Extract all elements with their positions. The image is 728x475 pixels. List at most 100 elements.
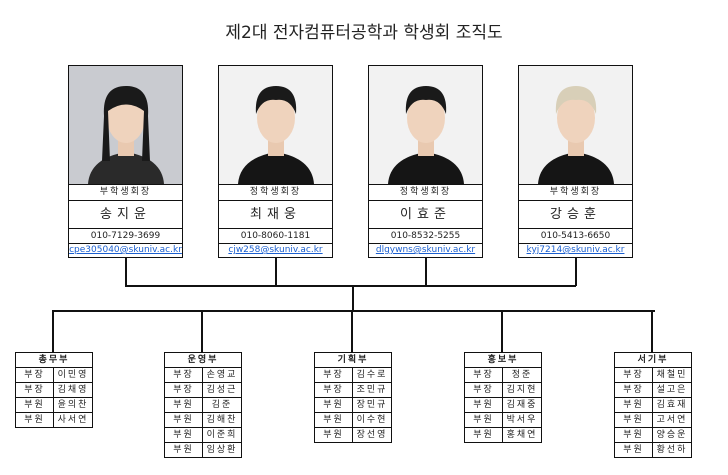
member-role: 부장: [165, 383, 203, 397]
connector-line: [125, 258, 127, 286]
member-row: 부장 정준: [465, 368, 541, 383]
member-role: 부원: [465, 413, 503, 427]
member-role: 부원: [165, 398, 203, 412]
member-name: 임상환: [206, 445, 238, 455]
member-role: 부장: [615, 368, 653, 382]
member-name: 조민규: [356, 385, 388, 395]
member-name: 채철민: [656, 370, 688, 380]
member-name: 설고은: [656, 385, 688, 395]
leader-phone: 010-8060-1181: [219, 229, 332, 244]
leader-phone: 010-7129-3699: [69, 229, 182, 244]
member-role: 부원: [315, 398, 353, 412]
member-role: 부원: [16, 398, 54, 412]
portrait-photo: [369, 66, 482, 185]
member-name: 양승운: [656, 430, 688, 440]
connector-line: [651, 310, 653, 352]
leader-email-link[interactable]: dlgywns@skuniv.ac.kr: [375, 245, 476, 255]
member-name: 김채영: [57, 385, 89, 395]
member-name: 사서연: [57, 415, 89, 425]
leader-card: 부학생회장 강승훈 010-5413-6650 kyj7214@skuniv.a…: [518, 65, 633, 258]
portrait-photo: [219, 66, 332, 185]
member-role: 부장: [615, 383, 653, 397]
portrait-photo: [69, 66, 182, 185]
member-name: 김준: [211, 400, 233, 410]
member-name: 김지현: [506, 385, 538, 395]
member-role: 부원: [465, 428, 503, 442]
connector-line: [52, 310, 54, 352]
leader-role: 부학생회장: [519, 185, 632, 201]
member-name: 장선영: [356, 430, 388, 440]
leader-email-link[interactable]: cjw258@skuniv.ac.kr: [228, 245, 323, 255]
member-name: 이민영: [57, 370, 89, 380]
member-role: 부장: [315, 383, 353, 397]
member-name: 김해찬: [206, 415, 238, 425]
member-role: 부장: [465, 383, 503, 397]
leader-name: 강승훈: [519, 201, 632, 229]
connector-line: [575, 258, 577, 286]
leader-role: 부학생회장: [69, 185, 182, 201]
department-name: 홍보부: [465, 353, 541, 368]
member-name: 김성근: [206, 385, 238, 395]
connector-line: [351, 310, 353, 352]
portrait-photo: [519, 66, 632, 185]
member-name: 황선하: [656, 445, 688, 455]
member-role: 부원: [315, 413, 353, 427]
connector-line: [125, 285, 576, 287]
leader-email-link[interactable]: kyj7214@skuniv.ac.kr: [526, 245, 625, 255]
member-name: 정준: [511, 370, 533, 380]
member-role: 부원: [165, 428, 203, 442]
department-name: 기획부: [315, 353, 391, 368]
member-role: 부원: [165, 443, 203, 457]
member-role: 부원: [615, 428, 653, 442]
leader-phone: 010-8532-5255: [369, 229, 482, 244]
member-name: 김효재: [656, 400, 688, 410]
member-role: 부장: [165, 368, 203, 382]
member-name: 손영교: [206, 370, 238, 380]
leader-name: 이효준: [369, 201, 482, 229]
member-name: 고서연: [656, 415, 688, 425]
leader-name: 최재웅: [219, 201, 332, 229]
connector-line: [275, 258, 277, 286]
leader-email-link[interactable]: cpe305040@skuniv.ac.kr: [69, 245, 182, 255]
leader-role: 정학생회장: [219, 185, 332, 201]
member-role: 부장: [16, 368, 54, 382]
member-role: 부장: [315, 368, 353, 382]
leader-card: 정학생회장 이효준 010-8532-5255 dlgywns@skuniv.a…: [368, 65, 483, 258]
connector-line: [201, 310, 203, 352]
leader-card: 부학생회장 송지윤 010-7129-3699 cpe305040@skuniv…: [68, 65, 183, 258]
department-name: 운영부: [165, 353, 241, 368]
member-role: 부원: [465, 398, 503, 412]
member-role: 부원: [315, 428, 353, 442]
member-role: 부원: [615, 413, 653, 427]
member-name: 김수로: [356, 370, 388, 380]
department-name: 총무부: [16, 353, 92, 368]
member-role: 부장: [465, 368, 503, 382]
member-role: 부원: [16, 413, 54, 427]
connector-line: [501, 310, 503, 352]
connector-line: [352, 285, 354, 311]
connector-line: [52, 310, 655, 312]
member-name: 김재중: [506, 400, 538, 410]
connector-line: [425, 258, 427, 286]
